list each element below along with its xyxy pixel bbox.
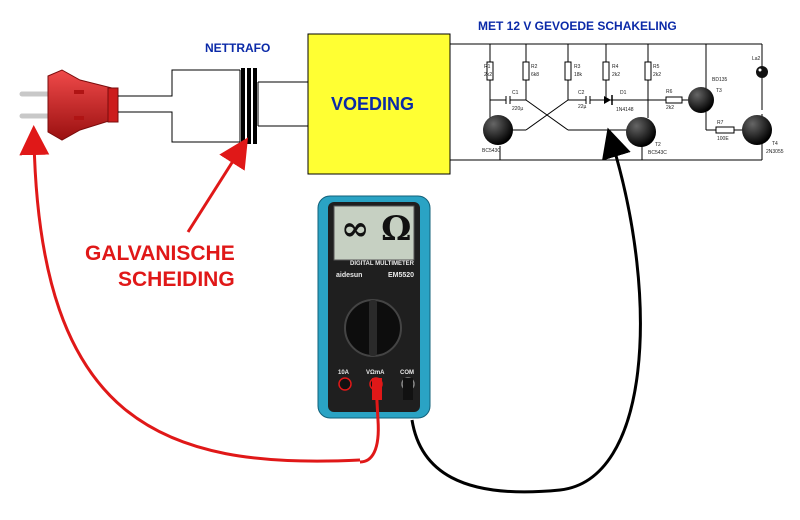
transistor-t3	[688, 87, 714, 113]
transistor-t1	[483, 115, 513, 145]
r2-label: R2	[531, 64, 538, 70]
r5-value: 2k2	[653, 72, 662, 78]
r4-label: R4	[612, 64, 619, 70]
circuit-title: MET 12 V GEVOEDE SCHAKELING	[478, 19, 677, 33]
jack-com-label: COM	[400, 370, 414, 376]
supply-label: VOEDING	[331, 94, 415, 114]
lamp-icon	[756, 66, 768, 78]
resistor-r7	[715, 126, 735, 134]
transformer	[239, 68, 308, 144]
r6-label: R6	[666, 89, 673, 95]
mains-plug	[19, 69, 119, 141]
c2-label: C2	[578, 90, 585, 96]
lamp-label: La2	[752, 56, 761, 62]
meter-model: EM5520	[388, 272, 415, 279]
jack-ma-label: VΩmA	[366, 370, 385, 376]
meter-display	[333, 205, 415, 261]
red-probe-wire	[359, 383, 380, 464]
r1-label: R1	[484, 64, 491, 70]
r3-value: 18k	[574, 72, 583, 78]
c1-value: 220µ	[512, 106, 524, 112]
d1-label: D1	[620, 90, 627, 96]
resistor-bank	[486, 44, 652, 118]
r3-label: R3	[574, 64, 581, 70]
resistor-r6	[665, 96, 683, 104]
t1-type: BC543C	[482, 148, 501, 154]
t2-label: T2	[655, 142, 661, 148]
r6-value: 2k2	[666, 105, 675, 111]
multimeter	[317, 195, 431, 419]
r7-label: R7	[717, 120, 724, 126]
jack-10a-label: 10A	[338, 370, 350, 376]
meter-brand: aidesun	[336, 272, 363, 279]
black-probe-wire	[410, 127, 642, 494]
red-probe-plug	[372, 378, 382, 400]
red-arrows	[19, 125, 361, 463]
circuit-wiring	[490, 44, 763, 160]
r2-value: 6k8	[531, 72, 540, 78]
meter-reading: ∞ Ω	[341, 209, 412, 249]
c1-label: C1	[512, 90, 519, 96]
c2-value: 22µ	[578, 104, 587, 110]
t3-type: BD135	[712, 77, 728, 83]
isolation-label-line1: GALVANISCHE	[85, 242, 235, 265]
t4-type: 2N3055	[766, 149, 784, 155]
mains-wires	[118, 69, 240, 143]
t2-type: BC543C	[648, 150, 667, 156]
meter-caption: DIGITAL MULTIMETER	[350, 261, 414, 267]
t4-label: T4	[772, 141, 778, 147]
r5-label: R5	[653, 64, 660, 70]
transistor-t2	[626, 117, 656, 147]
transistor-t4	[742, 115, 772, 145]
r4-value: 2k2	[612, 72, 621, 78]
transformer-label: NETTRAFO	[205, 41, 271, 55]
d1-value: 1N4148	[616, 107, 634, 113]
diode-symbol	[604, 96, 611, 104]
r1-value: 2k2	[484, 72, 493, 78]
supply-box	[307, 33, 451, 175]
isolation-label-line2: SCHEIDING	[118, 268, 235, 291]
black-probe-plug	[403, 378, 413, 400]
t3-label: T3	[716, 88, 722, 94]
r7-value: 100E	[717, 136, 729, 142]
